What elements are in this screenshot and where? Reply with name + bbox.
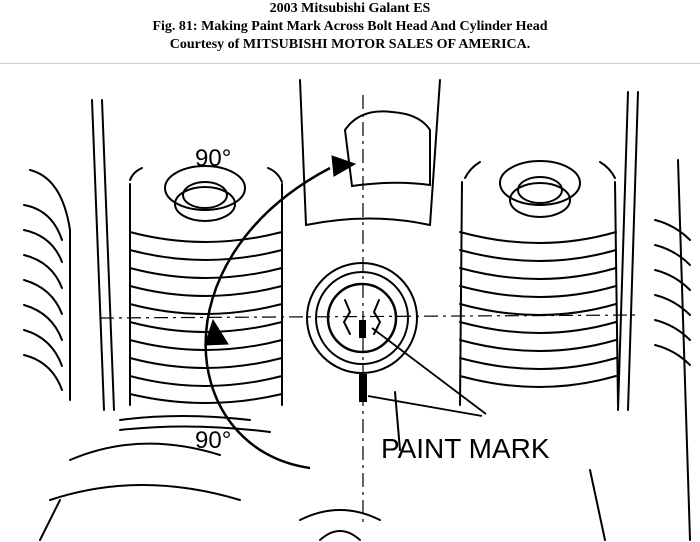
bolt-paint-mark-diagram: 90° 90° PAINT MARK: [23, 79, 691, 541]
right-valve-spring-assembly: [459, 160, 619, 406]
paint-marks: [359, 320, 367, 402]
rotation-arc: [204, 155, 357, 470]
figure-caption: Fig. 81: Making Paint Mark Across Bolt H…: [152, 19, 548, 34]
paint-mark-label: PAINT MARK: [381, 433, 550, 464]
header-divider: [0, 63, 700, 64]
arrow-head-middle: [204, 318, 229, 346]
cylinder-head-bolt: [306, 262, 418, 374]
head-paint-mark: [359, 374, 367, 402]
angle-label-top: 90°: [195, 145, 231, 172]
courtesy-line: Courtesy of MITSUBISHI MOTOR SALES OF AM…: [169, 37, 531, 52]
figure-header: 2003 Mitsubishi Galant ES Fig. 81: Makin…: [0, 0, 700, 62]
center-cam-lobe: [299, 79, 441, 226]
arrow-head-top: [331, 155, 357, 177]
angle-label-bottom: 90°: [195, 427, 231, 454]
right-frame-lines: [617, 91, 691, 541]
callout-leaders: [367, 327, 487, 417]
left-valve-spring-assembly: [129, 165, 283, 406]
center-lines: [99, 95, 641, 525]
left-valve-spring: [23, 169, 71, 401]
lower-head-structure: [39, 391, 606, 541]
vehicle-title: 2003 Mitsubishi Galant ES: [269, 1, 431, 16]
bolt-paint-mark: [359, 320, 366, 338]
left-frame-lines: [91, 99, 271, 433]
